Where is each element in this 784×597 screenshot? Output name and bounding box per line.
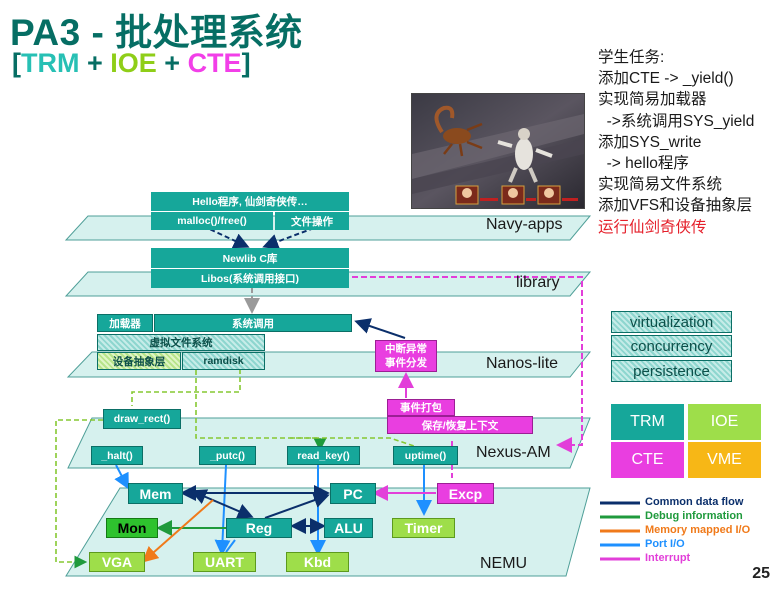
nemu-alu-box: ALU — [324, 518, 373, 538]
nanos-loader-box: 加载器 — [97, 314, 153, 332]
subtitle-trm: TRM — [21, 48, 80, 78]
am-read-key-box: read_key() — [287, 446, 360, 465]
task-line: ->系统调用SYS_yield — [598, 112, 755, 130]
subtitle-plus-1: + — [79, 48, 111, 78]
dispatch-line-2: 事件分发 — [385, 357, 427, 369]
subtitle-cte: CTE — [187, 48, 242, 78]
task-line: 添加SYS_write — [598, 133, 702, 151]
library-libos-box: Libos(系统调用接口) — [151, 269, 349, 288]
am-halt-box: _halt() — [91, 446, 143, 465]
am-uptime-box: uptime() — [393, 446, 458, 465]
library-newlib-box: Newlib C库 — [151, 248, 349, 268]
navy-hello-box: Hello程序, 仙剑奇侠传… — [151, 192, 349, 211]
game-scene — [412, 94, 584, 208]
nanos-interrupt-dispatch-box: 中断异常事件分发 — [375, 340, 437, 372]
module-cte-box: CTE — [611, 442, 684, 478]
subtitle-ioe: IOE — [110, 48, 157, 78]
task-line: 添加CTE -> _yield() — [598, 70, 734, 88]
nanos-ramdisk-box: ramdisk — [182, 352, 265, 370]
nemu-reg-box: Reg — [226, 518, 292, 538]
game-screenshot-image — [411, 93, 585, 209]
module-vme-box: VME — [688, 442, 761, 478]
nanos-vfs-box: 虚拟文件系统 — [97, 334, 265, 351]
layer-label-nanos-lite: Nanos-lite — [486, 355, 559, 372]
task-line: 学生任务: — [598, 49, 665, 66]
legend-port-io: Port I/O — [645, 538, 685, 550]
am-save-restore-box: 保存/恢复上下文 — [387, 416, 533, 434]
task-highlight: 运行仙剑奇侠传 — [598, 218, 707, 236]
swordsman-icon — [497, 128, 553, 183]
am-draw-rect-box: draw_rect() — [103, 409, 181, 429]
nemu-vga-box: VGA — [89, 552, 145, 572]
subtitle-plus-2: + — [156, 48, 188, 78]
nanos-syscall-box: 系统调用 — [154, 314, 352, 332]
legend-memory-mapped-io: Memory mapped I/O — [645, 524, 751, 536]
nemu-kbd-box: Kbd — [286, 552, 349, 572]
layer-label-nemu: NEMU — [480, 555, 528, 572]
student-tasks: 学生任务: 添加CTE -> _yield() 实现简易加载器 ->系统调用SYS_… — [598, 47, 784, 238]
subtitle-open: [ — [12, 48, 21, 78]
page-number: 25 — [752, 565, 770, 582]
nemu-uart-box: UART — [193, 552, 256, 572]
layer-label-nexus-am: Nexus-AM — [476, 444, 551, 461]
scorpion-icon — [434, 105, 483, 157]
virt-virtualization-box: virtualization — [611, 311, 732, 333]
task-line: -> hello程序 — [598, 155, 689, 173]
nemu-excp-box: Excp — [437, 483, 494, 504]
slide-title: PA3 - 批处理系统 — [10, 12, 303, 53]
module-ioe-box: IOE — [688, 404, 761, 440]
nemu-mon-box: Mon — [106, 518, 158, 538]
nemu-timer-box: Timer — [392, 518, 455, 538]
nanos-device-abstraction-box: 设备抽象层 — [97, 352, 181, 370]
slide-subtitle: [TRM + IOE + CTE] — [12, 48, 251, 79]
task-line: 实现简易文件系统 — [598, 176, 723, 194]
task-line: 实现简易加载器 — [598, 91, 707, 109]
task-line: 添加VFS和设备抽象层 — [598, 197, 753, 215]
am-putc-box: _putc() — [199, 446, 256, 465]
navy-malloc-box: malloc()/free() — [151, 212, 273, 230]
legend-interrupt: Interrupt — [645, 552, 691, 564]
virt-persistence-box: persistence — [611, 360, 732, 382]
legend-common-data-flow: Common data flow — [645, 496, 744, 508]
nemu-mem-box: Mem — [128, 483, 183, 504]
subtitle-close: ] — [241, 48, 251, 78]
navy-file-ops-box: 文件操作 — [275, 212, 349, 230]
layer-label-navy-apps: Navy-apps — [486, 216, 563, 233]
dispatch-line-1: 中断异常 — [385, 343, 427, 355]
virt-concurrency-box: concurrency — [611, 335, 732, 357]
module-trm-box: TRM — [611, 404, 684, 440]
layer-label-library: library — [516, 274, 560, 291]
am-event-pack-box: 事件打包 — [387, 399, 455, 416]
nemu-pc-box: PC — [330, 483, 376, 504]
legend-debug-information: Debug information — [645, 510, 743, 522]
